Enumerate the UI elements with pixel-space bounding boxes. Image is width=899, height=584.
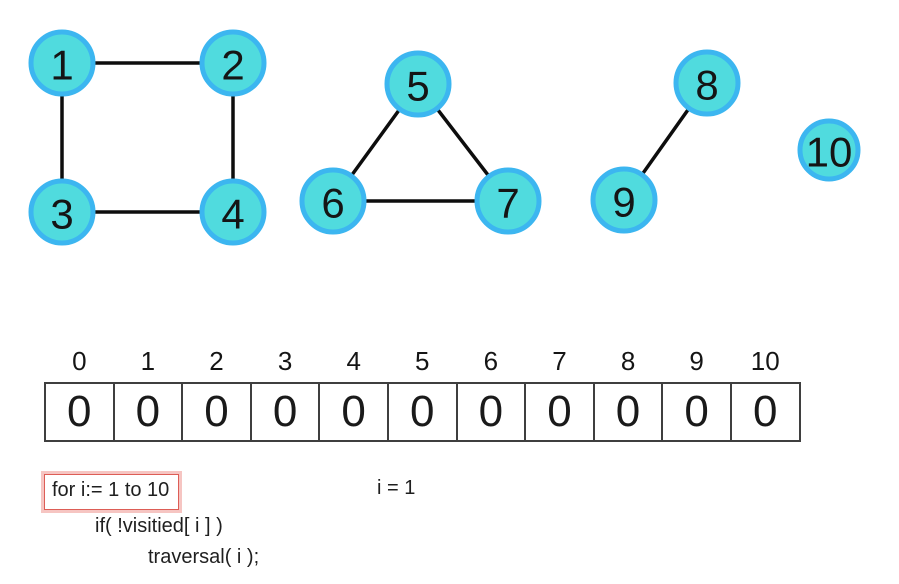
graph-node-7: [474, 167, 542, 235]
array-index-0: 0: [72, 346, 87, 376]
array-index-6: 6: [483, 346, 499, 376]
graph-node-1: [28, 29, 96, 97]
array-cell-6: 0: [455, 384, 525, 440]
array-cell-0: 0: [67, 387, 92, 436]
array-cell-2: 0: [181, 384, 250, 440]
array-cell-7: 0: [524, 384, 593, 440]
array-cell-10: 0: [729, 384, 799, 440]
array-cell-1: 0: [112, 384, 182, 440]
array-index-8: 8: [620, 346, 636, 376]
code-if-line: if( !visitied[ i ] ): [95, 515, 223, 537]
graph-node-5: [384, 50, 452, 118]
array-index-4: 4: [346, 346, 361, 376]
array-index-5: 5: [415, 346, 430, 376]
graph-node-label-10: 10: [806, 129, 853, 176]
graph-node-label-9: 9: [612, 179, 635, 226]
graph-node-10: [797, 118, 861, 182]
array-index-2: 2: [209, 346, 224, 376]
graph-node-label-8: 8: [695, 62, 718, 109]
graph-node-9: [590, 166, 658, 234]
array-index-10: 10: [750, 346, 780, 376]
graph-node-3: [28, 178, 96, 246]
array-index-1: 1: [140, 346, 156, 376]
graph-node-label-1: 1: [50, 42, 73, 89]
array-index-9: 9: [689, 346, 704, 376]
code-traversal-line: traversal( i );: [148, 546, 260, 568]
graph-node-label-3: 3: [50, 191, 73, 238]
graph-node-label-4: 4: [221, 191, 244, 238]
graph-canvas: 1 2 3 4 5 6 7 8 9 10: [28, 29, 861, 246]
graph-node-4: [199, 178, 267, 246]
iteration-status-label: i = 1: [377, 477, 416, 499]
graph-node-label-7: 7: [496, 180, 519, 227]
graph-node-label-2: 2: [221, 42, 244, 89]
graph-node-6: [299, 167, 367, 235]
array-cell-4: 0: [318, 384, 387, 440]
array-cell-5: 0: [386, 384, 456, 440]
graph-node-8: [673, 49, 741, 117]
array-cell-3: 0: [249, 384, 319, 440]
for-loop-highlight-box: for i:= 1 to 10: [44, 474, 180, 510]
graph-node-label-6: 6: [321, 180, 344, 227]
array-index-7: 7: [552, 346, 567, 376]
graph-node-label-5: 5: [406, 63, 429, 110]
array-index-row: 0 1 2 3 4 5 6 7 8 9 10: [45, 346, 800, 377]
array-cell-9: 0: [661, 384, 730, 440]
array-cell-8: 0: [592, 384, 662, 440]
code-for-line: for i:= 1 to 10: [52, 479, 170, 501]
array-index-3: 3: [277, 346, 293, 376]
graph-node-2: [199, 29, 267, 97]
